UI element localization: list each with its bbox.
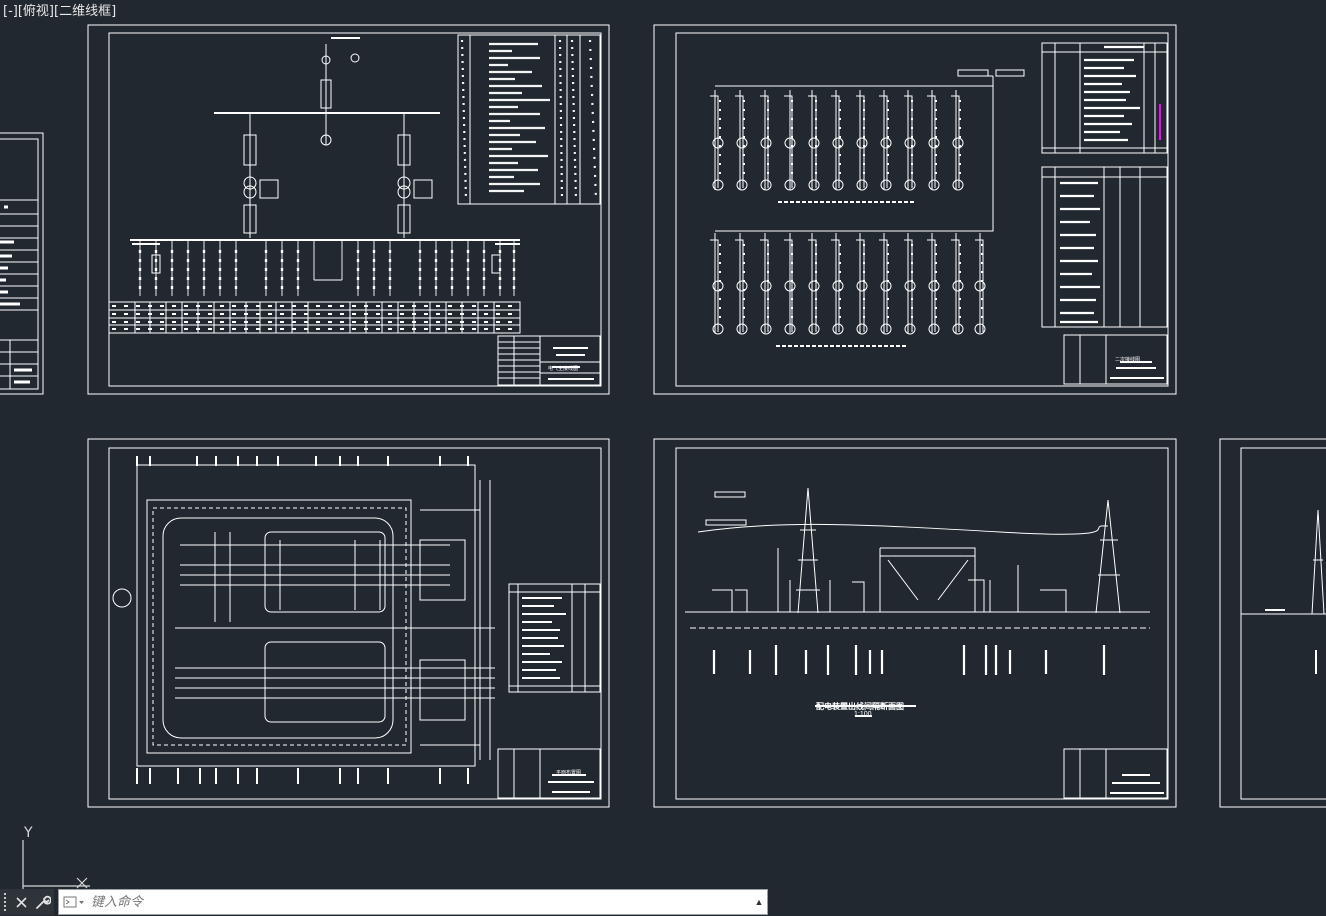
view-name[interactable]: [俯视] xyxy=(17,4,54,19)
chevron-up-icon[interactable]: ▲ xyxy=(754,897,764,907)
viewport-menu[interactable]: [-] xyxy=(3,4,18,19)
sheet3-title: 平面布置图 xyxy=(556,770,582,776)
ucs-icon: Y xyxy=(22,825,90,890)
sheet-section xyxy=(653,438,1177,808)
visual-style[interactable]: [二维线框] xyxy=(54,4,117,19)
command-input-box: ▲ xyxy=(58,889,768,915)
wrench-icon[interactable] xyxy=(32,889,54,915)
sheet2-title: 二次接线图 xyxy=(1115,357,1141,363)
sheet-secondary xyxy=(653,24,1177,395)
partial-sheet-right xyxy=(1219,438,1326,808)
sheet1-title: 电气主接线图 xyxy=(548,366,579,372)
section-caption: 配电装置出线间隔断面图 xyxy=(816,702,904,711)
ucs-y-label: Y xyxy=(23,825,33,841)
command-line-grip[interactable] xyxy=(0,889,10,915)
command-prompt-icon[interactable] xyxy=(59,890,89,914)
viewport-controls[interactable]: [-][俯视][二维线框] xyxy=(3,4,116,20)
close-icon[interactable] xyxy=(10,889,32,915)
sheet-main-wiring xyxy=(87,24,610,395)
sheet-layout-plan xyxy=(87,438,610,808)
command-line: ▲ xyxy=(0,889,768,915)
section-scale: 1:100 xyxy=(854,711,872,718)
partial-sheet-left xyxy=(0,132,44,395)
command-input[interactable] xyxy=(89,890,751,914)
